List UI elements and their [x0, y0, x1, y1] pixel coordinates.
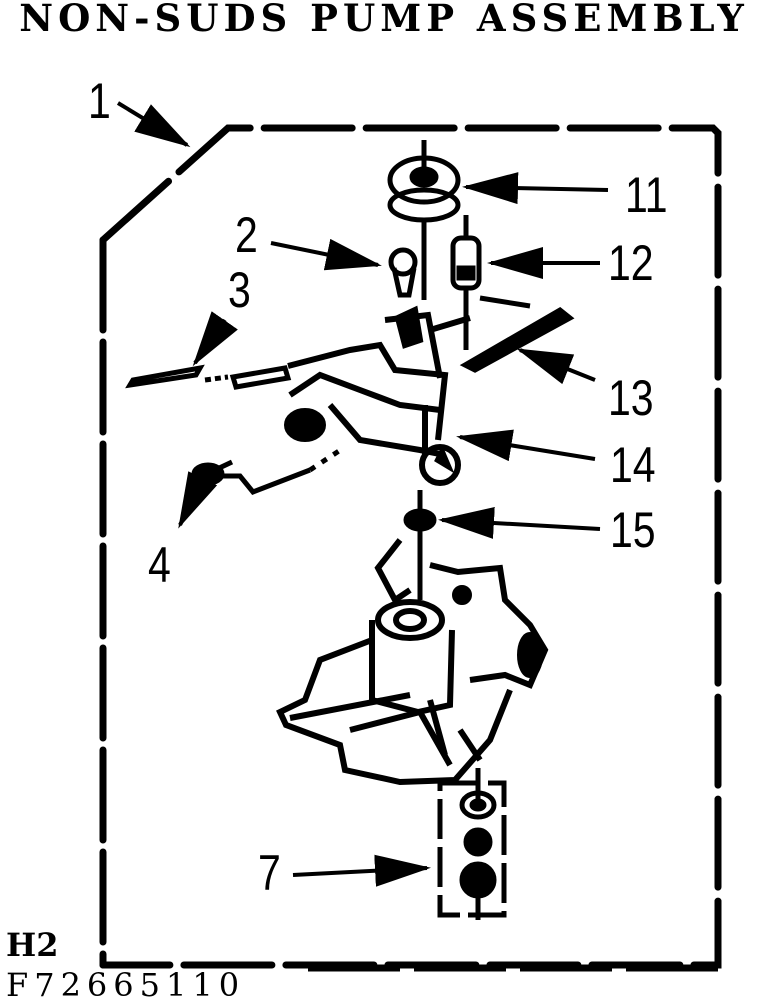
part-14-lever: [284, 305, 471, 486]
part-13-rod: [459, 295, 575, 373]
part-3-pin: [125, 364, 292, 390]
leader-11: [462, 172, 609, 205]
section-code: H2: [6, 926, 59, 964]
assembly-frame: [99, 124, 722, 969]
callout-7: 7: [258, 845, 281, 901]
part-11-pulley: [387, 140, 461, 300]
leader-lines: [116, 101, 609, 887]
leader-4: [178, 471, 218, 529]
leader-3: [192, 311, 238, 367]
callout-14: 14: [610, 437, 656, 493]
callout-1: 1: [88, 73, 111, 129]
callout-3: 3: [228, 262, 251, 318]
part-12-spring: [450, 215, 482, 350]
callout-13: 13: [608, 370, 654, 426]
part-2-clip: [388, 247, 418, 298]
callout-15: 15: [610, 502, 656, 558]
diagram-title: NON-SUDS PUMP ASSEMBLY: [19, 0, 749, 40]
callout-11: 11: [625, 167, 668, 223]
callout-2: 2: [235, 207, 258, 263]
leader-14: [456, 429, 596, 462]
leader-13: [516, 348, 596, 385]
part-number: F72665110: [6, 966, 246, 1004]
part-15-washer: [403, 490, 437, 600]
part-4-link: [191, 444, 347, 495]
callout-4: 4: [148, 537, 171, 593]
callout-12: 12: [608, 235, 654, 291]
part-7-seal-kit: [437, 768, 507, 920]
leader-1: [116, 101, 191, 148]
leader-15: [438, 506, 601, 539]
leader-7: [292, 854, 431, 887]
pump-housing: [276, 538, 549, 786]
leader-2: [270, 238, 382, 271]
